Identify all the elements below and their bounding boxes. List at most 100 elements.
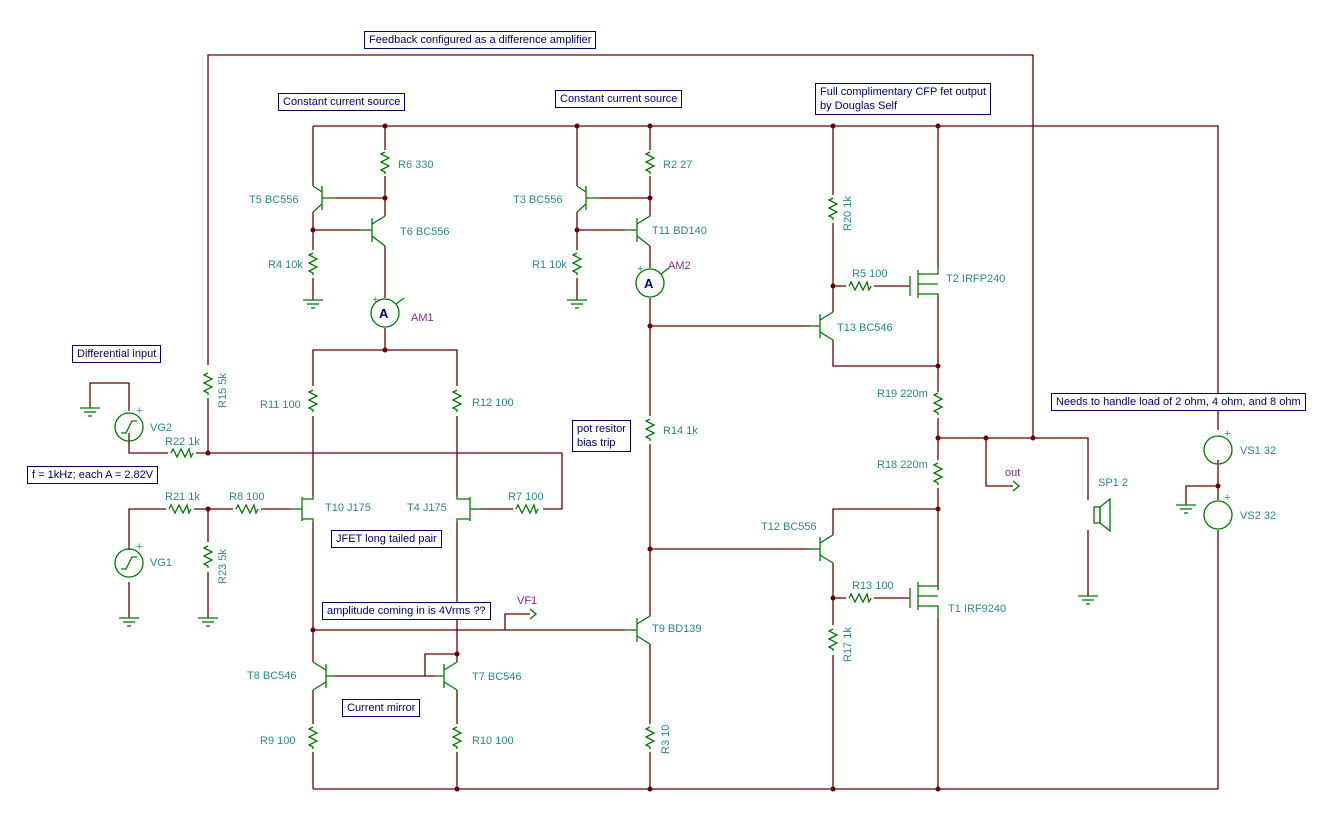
ground-symbol	[1078, 595, 1098, 605]
ammeter-am2-symbol: A	[644, 276, 654, 291]
transistor-t12	[810, 534, 834, 564]
transistor-t9	[625, 615, 651, 645]
resistor-r13	[848, 593, 872, 603]
label-r2: R2 27	[663, 159, 692, 171]
mosfet-t2	[909, 268, 939, 298]
label-t10: T10 J175	[325, 502, 371, 514]
note-jfet-pair: JFET long tailed pair	[331, 530, 442, 548]
label-r8: R8 100	[229, 491, 264, 503]
speaker-sp1	[1093, 497, 1111, 533]
label-t2: T2 IRFP240	[946, 273, 1005, 285]
ammeters	[370, 267, 670, 328]
resistor-r23	[203, 545, 213, 569]
resistor-r15	[203, 372, 213, 396]
transistor-t8	[312, 661, 335, 691]
label-t8: T8 BC546	[247, 670, 297, 682]
resistor-r22	[170, 448, 194, 458]
resistor-r7	[515, 504, 539, 514]
resistor-r9	[308, 726, 318, 750]
note-pot-line2: bias trip	[577, 437, 616, 449]
note-constant-current-source-1: Constant current source	[278, 93, 406, 111]
label-r12: R12 100	[472, 397, 514, 409]
label-r20: R20 1k	[842, 196, 854, 231]
component-labels: R6 330 T5 BC556 T6 BC556 R4 10k AM1 A + …	[136, 159, 1276, 754]
label-r7: R7 100	[508, 491, 543, 503]
note-output-line2: by Douglas Self	[820, 100, 898, 112]
label-t4: T4 J175	[407, 502, 447, 514]
note-feedback: Feedback configured as a difference ampl…	[364, 31, 597, 49]
label-r19: R19 220m	[877, 388, 928, 400]
resistor-r19	[933, 392, 943, 416]
label-r22: R22 1k	[165, 436, 200, 448]
vg2-plus: +	[136, 405, 142, 417]
resistor-r5	[848, 281, 872, 291]
label-t7: T7 BC546	[472, 671, 522, 683]
label-r3: R3 10	[660, 725, 672, 754]
note-pot-line1: pot resitor	[577, 423, 626, 435]
label-r4: R4 10k	[268, 259, 303, 271]
ammeter-am2-plus: +	[637, 263, 643, 275]
dc-source-vs1	[1203, 435, 1233, 465]
resistor-r4	[308, 252, 318, 276]
note-amplitude: amplitude coming in is 4Vrms ??	[322, 602, 491, 620]
jfet-t4	[456, 496, 481, 522]
label-r13: R13 100	[852, 580, 894, 592]
label-out: out	[1005, 467, 1020, 479]
ammeter-am1	[370, 297, 405, 328]
resistor-r10	[452, 726, 462, 750]
label-vg2: VG2	[150, 422, 172, 434]
label-t11: T11 BD140	[652, 225, 707, 237]
jfet-t10	[290, 496, 314, 522]
transistor-t13	[810, 311, 834, 341]
transistors	[290, 185, 939, 691]
note-pot-resistor: pot resitor bias trip	[572, 420, 631, 452]
label-r18: R18 220m	[877, 459, 928, 471]
label-am2: AM2	[668, 260, 691, 272]
vs2-plus: +	[1224, 492, 1230, 504]
resistor-r20	[828, 197, 838, 221]
signal-source-vg2	[114, 412, 144, 442]
label-am1: AM1	[411, 312, 434, 324]
dc-source-vs2	[1203, 500, 1233, 530]
transistor-t7	[435, 661, 458, 691]
label-t6: T6 BC556	[400, 226, 450, 238]
label-r15: R15 5k	[217, 373, 229, 408]
resistor-r17	[828, 628, 838, 652]
transistor-t11	[625, 215, 651, 247]
label-t9: T9 BD139	[652, 623, 702, 635]
resistor-r2	[645, 151, 655, 175]
label-r11: R11 100	[260, 399, 301, 411]
transistor-t3	[576, 185, 599, 213]
ammeter-am1-plus: +	[372, 294, 378, 306]
vs1-plus: +	[1224, 428, 1230, 440]
label-r10: R10 100	[472, 735, 514, 747]
note-frequency: f = 1kHz; each A = 2.82V	[27, 466, 159, 484]
sources	[114, 412, 1233, 578]
junction-dots	[205, 123, 1221, 792]
resistor-r18	[933, 462, 943, 486]
signal-source-vg1	[114, 548, 144, 578]
ammeter-am1-symbol: A	[379, 306, 389, 321]
label-r9: R9 100	[260, 735, 295, 747]
mosfet-t1	[909, 582, 939, 618]
label-vf1: VF1	[517, 595, 537, 607]
ground-symbol	[1176, 504, 1196, 514]
label-r17: R17 1k	[842, 627, 854, 662]
label-r23: R23 5k	[217, 549, 229, 584]
label-r6: R6 330	[398, 159, 433, 171]
label-vs2: VS2 32	[1240, 510, 1276, 522]
ground-symbol	[80, 407, 100, 417]
ground-symbol	[119, 617, 139, 627]
label-t5: T5 BC556	[249, 194, 299, 206]
note-load: Needs to handle load of 2 ohm, 4 ohm, an…	[1051, 393, 1306, 411]
label-r1: R1 10k	[532, 259, 567, 271]
resistor-r11	[308, 389, 318, 413]
resistor-r12	[452, 389, 462, 413]
ground-symbol	[303, 299, 323, 309]
note-constant-current-source-2: Constant current source	[555, 90, 683, 108]
label-r5: R5 100	[852, 268, 887, 280]
note-current-mirror: Current mirror	[342, 699, 421, 717]
note-differential-input: Differential input	[72, 345, 162, 363]
ground-symbol	[567, 299, 587, 309]
transistor-t5	[312, 185, 335, 213]
